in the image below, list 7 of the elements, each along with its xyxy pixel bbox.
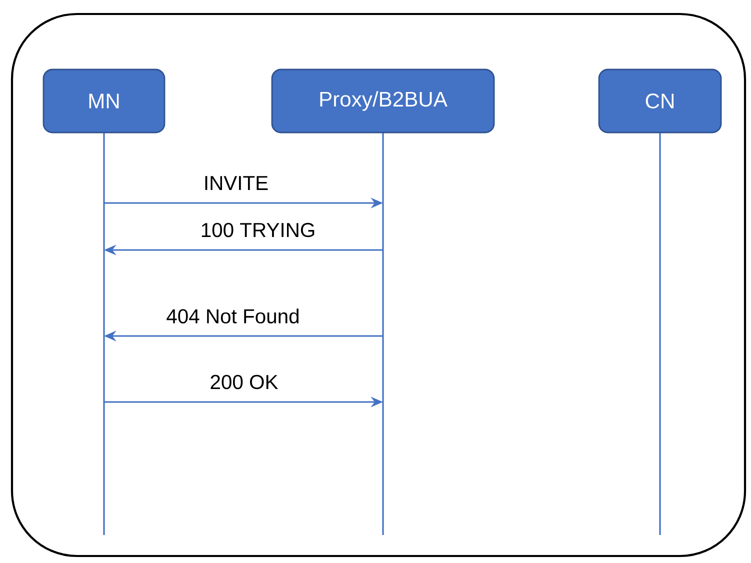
participant-box: MN (42, 68, 166, 134)
message-label: 200 OK (208, 373, 280, 391)
message-label: 100 TRYING (198, 221, 318, 239)
participant-box: Proxy/B2BUA (271, 68, 495, 134)
participant-box: CN (598, 68, 722, 134)
message-label: INVITE (202, 174, 270, 192)
message-label: 404 Not Found (164, 306, 302, 326)
